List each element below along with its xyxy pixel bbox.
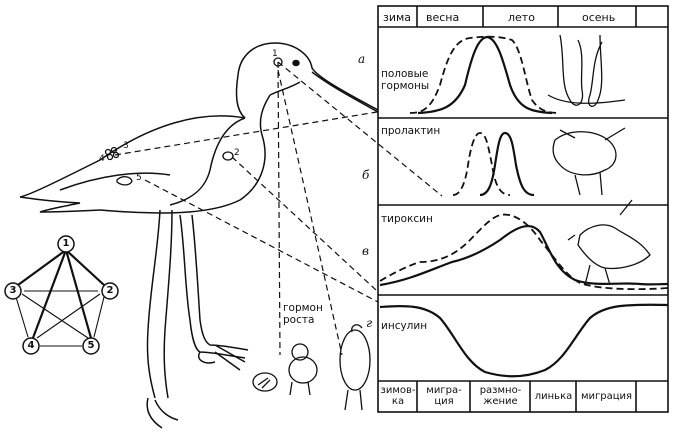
gland-number-3: 3 [123, 141, 129, 151]
gland-thyroid [222, 151, 234, 161]
growth-stages [252, 324, 371, 411]
activity-molting: линька [534, 391, 573, 402]
connector-prolactin [277, 61, 443, 197]
connector-growth-2 [277, 69, 343, 356]
season-autumn: осень [582, 11, 616, 24]
chart-frame [377, 5, 669, 413]
thyroxine-curve-solid [379, 224, 669, 287]
graph-node-3: 3 [9, 285, 17, 296]
season-summer: лето [508, 11, 535, 24]
label-growth-hormone: гормон роста [283, 302, 323, 326]
label-prolactin: пролактин [381, 125, 441, 137]
panel-letter-d: г [366, 316, 373, 330]
connector-thyroid [231, 156, 377, 291]
bird-outline [19, 42, 379, 429]
activity-migration-1: мигра- ция [426, 385, 462, 407]
prolactin-curve-solid [479, 131, 535, 197]
hormone-graph [4, 235, 119, 355]
season-winter: зима [383, 11, 412, 24]
gland-pancreas [116, 176, 133, 186]
activity-wintering: зимов- ка [380, 385, 416, 407]
gland-number-2: 2 [234, 148, 240, 158]
label-thyroxine: тироксин [381, 213, 433, 225]
season-spring: весна [426, 11, 460, 24]
nest-bird [552, 127, 626, 196]
thyroxine-curve-dashed [379, 213, 669, 291]
activity-migration-2: миграция [580, 391, 633, 402]
panel-letter-b: б [362, 168, 370, 182]
connector-sex [114, 111, 378, 156]
label-sex-hormones: половые гормоны [381, 68, 430, 92]
insulin-curve-solid [379, 303, 669, 378]
connector-growth [277, 61, 281, 356]
sex-hormones-curve-solid [417, 35, 553, 115]
gland-number-4: 4 [99, 154, 105, 164]
graph-node-1: 1 [62, 238, 70, 249]
graph-node-5: 5 [87, 340, 95, 351]
panel-letter-c: в [362, 244, 369, 258]
graph-node-4: 4 [27, 340, 35, 351]
activity-breeding: размно- жение [479, 385, 522, 407]
label-insulin: инсулин [381, 320, 428, 332]
sex-hormones-curve-dashed [409, 35, 561, 114]
molting-bird [567, 199, 651, 286]
panel-letter-a: а [358, 52, 366, 66]
prolactin-curve-dashed [452, 132, 511, 196]
graph-node-2: 2 [106, 285, 114, 296]
connector-insulin [144, 179, 379, 303]
gland-number-1: 1 [272, 49, 278, 59]
courting-birds [547, 34, 626, 107]
gland-number-5: 5 [136, 173, 142, 183]
gland-pituitary [273, 57, 283, 67]
